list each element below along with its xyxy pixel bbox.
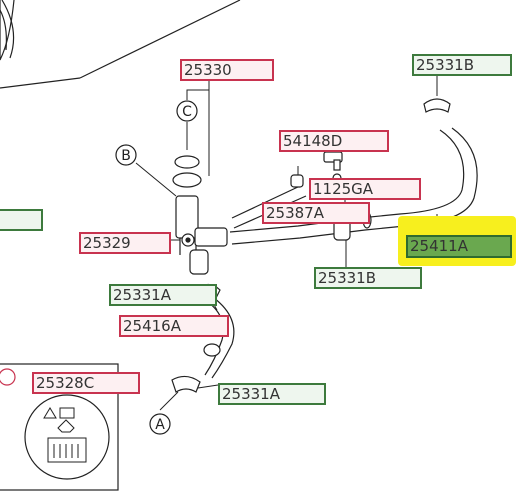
part-label-25330[interactable]: 25330	[180, 59, 274, 81]
engine-outline	[0, 0, 241, 89]
callout-a-text: A	[155, 417, 165, 433]
part-label-25331a-bottom[interactable]: 25331A	[218, 383, 326, 405]
partial-label-left	[0, 209, 43, 231]
callout-b: B	[115, 144, 137, 166]
callout-c: C	[176, 100, 198, 122]
callout-c-text: C	[182, 104, 192, 120]
part-label-1125ga[interactable]: 1125GA	[309, 178, 421, 200]
part-label-25328c[interactable]: 25328C	[32, 372, 140, 394]
part-label-25416a[interactable]: 25416A	[119, 315, 229, 337]
part-label-25329[interactable]: 25329	[79, 232, 171, 254]
part-label-25331b-mid[interactable]: 25331B	[314, 267, 422, 289]
t-fitting	[175, 195, 228, 275]
partial-callout	[0, 368, 16, 386]
leader-lines	[135, 76, 438, 411]
book-icon	[59, 407, 75, 419]
part-label-25411a[interactable]: 25411A	[406, 235, 512, 258]
seal-ring	[172, 155, 202, 188]
part-label-25331b-top[interactable]: 25331B	[412, 54, 512, 76]
callout-b-text: B	[121, 148, 131, 164]
part-label-25331a-mid[interactable]: 25331A	[109, 284, 217, 306]
callout-a: A	[149, 413, 171, 435]
part-label-54148d[interactable]: 54148D	[279, 130, 389, 152]
hand-icon	[57, 419, 75, 433]
warning-triangle-icon	[43, 407, 57, 419]
part-label-25387a[interactable]: 25387A	[262, 202, 370, 224]
